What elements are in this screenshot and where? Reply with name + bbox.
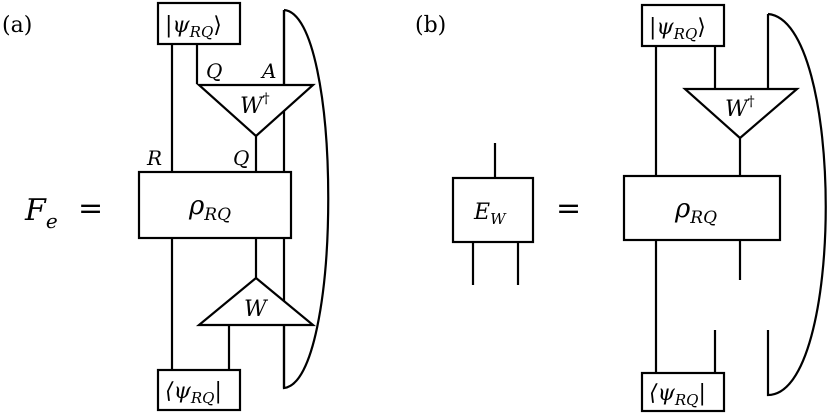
w-label-a: W bbox=[244, 297, 269, 322]
w-dagger-label-a: W† bbox=[240, 91, 270, 119]
rho-label-a: ρRQ bbox=[188, 191, 231, 225]
bra-psi-box-a bbox=[156, 368, 242, 412]
w-dagger-triangle-a bbox=[196, 83, 316, 138]
environment-loop-b bbox=[766, 12, 827, 397]
bra-psi-box-b bbox=[640, 371, 726, 413]
equals-sign-a: = bbox=[78, 191, 103, 226]
ket-psi-label-a: |ψRQ⟩ bbox=[165, 13, 222, 41]
panel-a-label: (a) bbox=[2, 13, 32, 38]
equals-sign-b: = bbox=[556, 191, 581, 226]
wire-label-q-mid: Q bbox=[233, 146, 249, 170]
fidelity-symbol: Fe bbox=[24, 193, 58, 233]
w-dagger-label-b: W† bbox=[725, 94, 755, 122]
channel-ew-label: EW bbox=[473, 200, 507, 228]
ket-psi-label-b: |ψRQ⟩ bbox=[649, 15, 706, 43]
channel-ew-box bbox=[451, 176, 535, 244]
rho-box-a bbox=[137, 170, 293, 240]
panel-b: (b) EW = |ψRQ⟩ W† ρRQ ⟨ψRQ| bbox=[415, 3, 827, 413]
bra-psi-label-a: ⟨ψRQ| bbox=[165, 379, 222, 407]
bra-psi-label-b: ⟨ψRQ| bbox=[649, 381, 706, 409]
panel-b-label: (b) bbox=[415, 13, 446, 38]
ket-psi-box-a bbox=[156, 1, 242, 46]
wire-label-a-top: A bbox=[260, 59, 276, 83]
w-dagger-triangle-b bbox=[682, 87, 800, 140]
ket-psi-box-b bbox=[640, 3, 726, 48]
rho-label-b: ρRQ bbox=[674, 194, 717, 228]
environment-loop-a bbox=[282, 8, 330, 390]
panel-a: (a) Fe = |ψRQ⟩ Q A R Q W† ρRQ W ⟨ bbox=[2, 1, 330, 412]
rho-box-b bbox=[622, 174, 782, 242]
wire-label-q-top: Q bbox=[206, 59, 222, 83]
w-triangle-a bbox=[195, 276, 317, 327]
wire-label-r: R bbox=[146, 146, 162, 170]
